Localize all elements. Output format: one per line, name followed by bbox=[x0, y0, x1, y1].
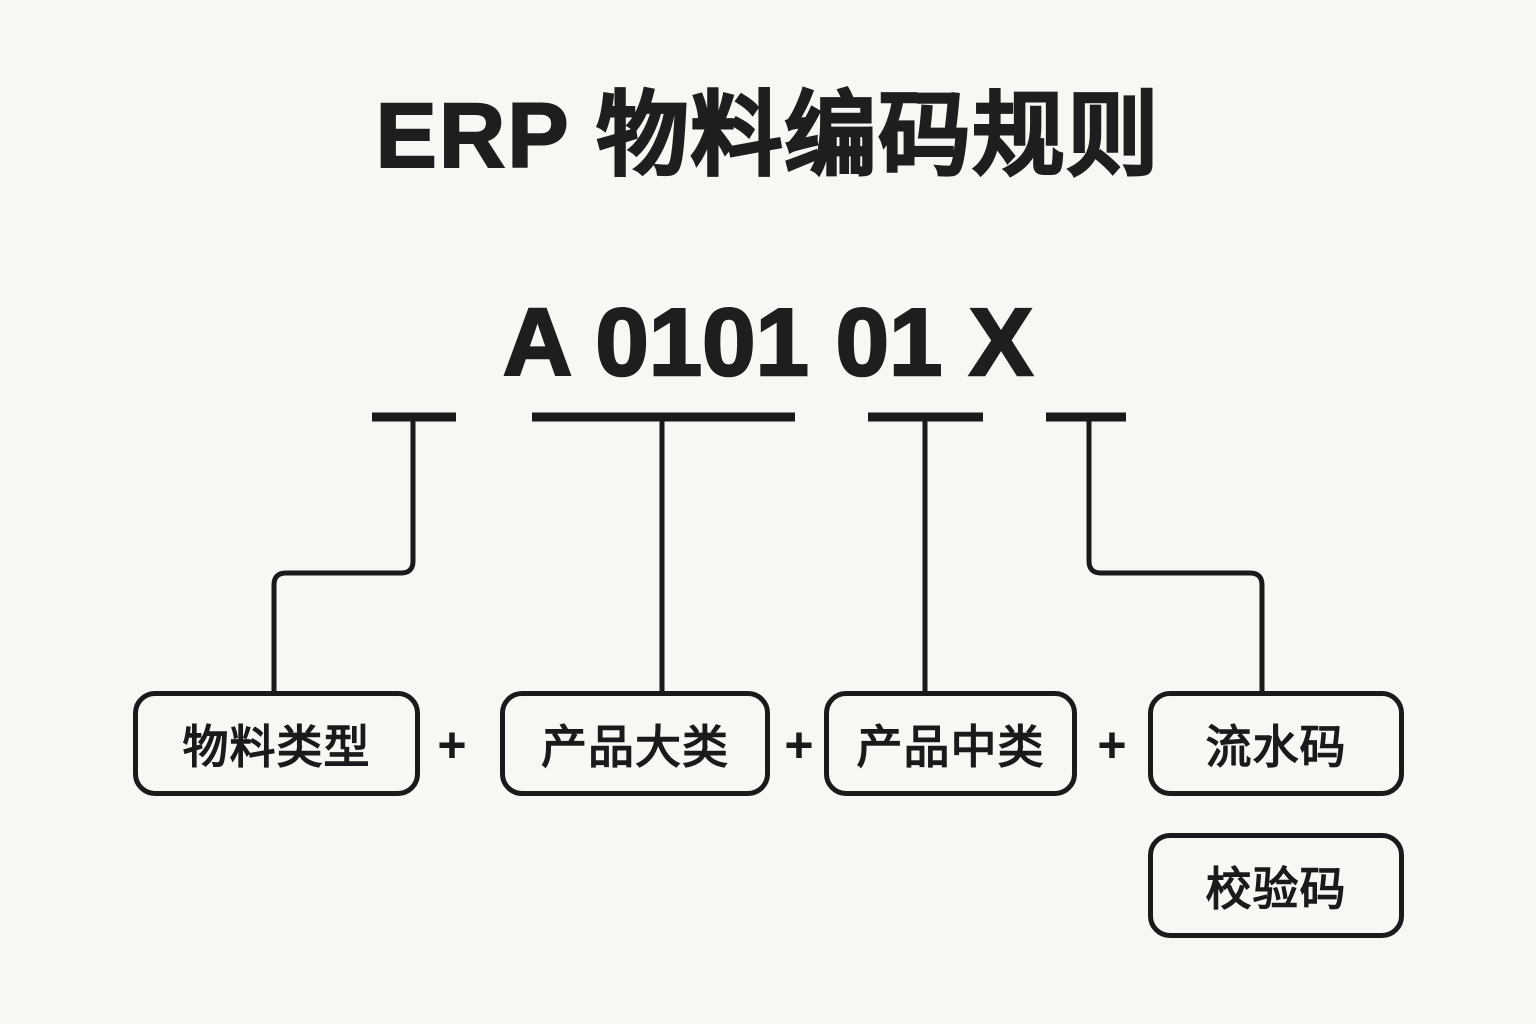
plus-operator-3: + bbox=[1097, 717, 1127, 773]
label-box-check-digit[interactable]: 校验码 bbox=[1148, 833, 1404, 938]
connector-1 bbox=[271, 417, 416, 691]
plus-operator-1: + bbox=[437, 717, 467, 773]
label-box-material-type[interactable]: 物料类型 bbox=[133, 691, 420, 796]
label-box-product-major-category[interactable]: 产品大类 bbox=[500, 691, 770, 796]
label-box-serial-number[interactable]: 流水码 bbox=[1148, 691, 1404, 796]
page-title: ERP 物料编码规则 bbox=[374, 85, 1161, 187]
connector-4 bbox=[1086, 417, 1265, 691]
material-code-string: A 0101 01 X bbox=[502, 288, 1035, 398]
label-box-product-middle-category[interactable]: 产品中类 bbox=[824, 691, 1077, 796]
plus-operator-2: + bbox=[784, 717, 814, 773]
